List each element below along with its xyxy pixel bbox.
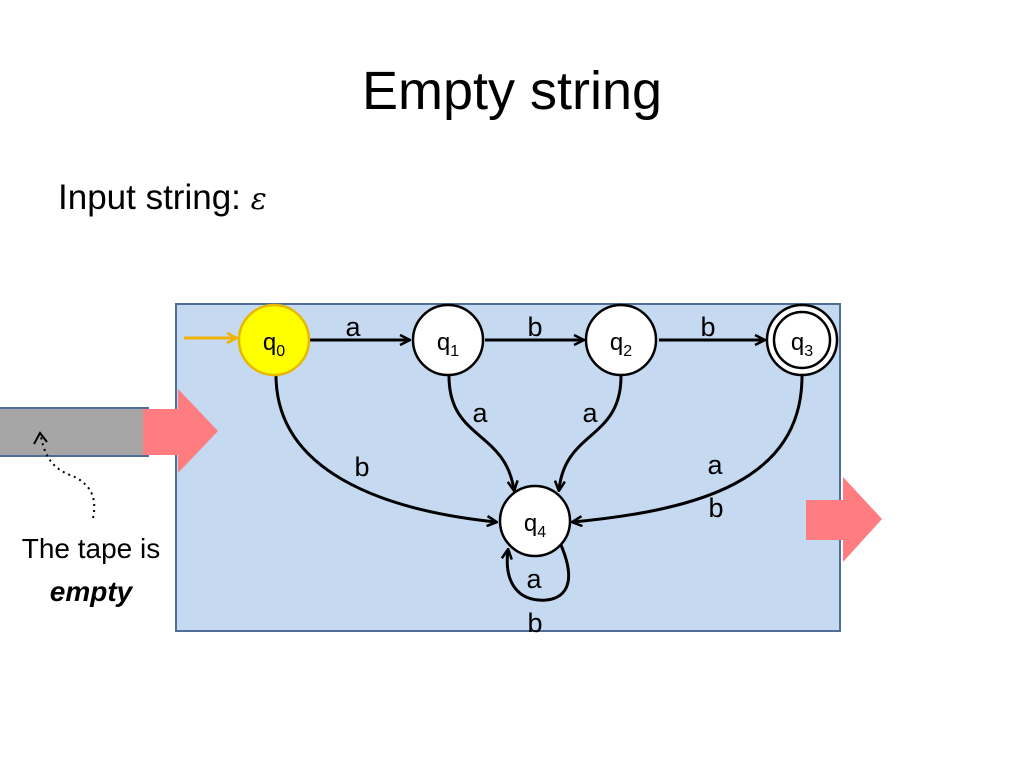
edge-q2-q4 (559, 375, 623, 490)
edge-q0-q4 (274, 374, 496, 522)
state-q1-label: q (437, 329, 450, 356)
edge-label-q3-q4-a: a (707, 450, 723, 480)
state-q2-sub: 2 (623, 343, 632, 360)
tape-note: The tape is empty (0, 527, 182, 613)
edge-q4-loop (507, 544, 571, 602)
state-q2: q2 (584, 303, 658, 377)
input-arrow (143, 389, 218, 473)
edge-label-q3-q4-b: b (708, 493, 723, 523)
state-q4: q4 (498, 484, 572, 558)
edge-label-q2-q3: b (700, 312, 715, 342)
tape-note-line1: The tape is (21, 533, 161, 564)
state-q4-sub: 4 (537, 524, 546, 541)
edge-label-q0-q1: a (345, 312, 361, 342)
edge-label-q4-loop-a: a (526, 564, 542, 594)
input-string-label: Input string: (58, 178, 251, 217)
svg-text:q3: q3 (791, 329, 813, 360)
svg-text:q4: q4 (524, 510, 546, 541)
tape-pointer-head (33, 431, 48, 445)
edge-q1-q4 (447, 375, 514, 490)
state-q0: q0 (237, 303, 311, 377)
edge-label-q1-q2: b (527, 312, 542, 342)
edge-label-q2-q4: a (582, 398, 598, 428)
svg-text:q2: q2 (610, 329, 632, 360)
svg-text:q1: q1 (437, 329, 459, 360)
edge-label-q0-q4: b (354, 452, 369, 482)
state-q0-label: q (263, 329, 276, 356)
output-arrow (806, 477, 882, 562)
input-string-value: ε (250, 182, 267, 217)
edge-label-q4-loop-b: b (527, 608, 542, 638)
edge-label-q1-q4: a (472, 398, 488, 428)
svg-text:q0: q0 (263, 329, 285, 360)
state-q0-sub: 0 (276, 343, 285, 360)
state-q4-label: q (524, 510, 537, 537)
state-q3-accepting: q3 (765, 303, 839, 377)
input-string-line: Input string: ε (58, 178, 267, 218)
state-q2-label: q (610, 329, 623, 356)
edge-q3-q4 (573, 375, 804, 522)
state-q3-label: q (791, 329, 804, 356)
input-tape (0, 407, 149, 457)
tape-pointer (40, 436, 96, 519)
slide-title: Empty string (361, 61, 663, 121)
state-q1: q1 (411, 303, 485, 377)
tape-note-line2: empty (49, 576, 133, 607)
state-q3-sub: 3 (804, 343, 813, 360)
state-q1-sub: 1 (450, 343, 459, 360)
